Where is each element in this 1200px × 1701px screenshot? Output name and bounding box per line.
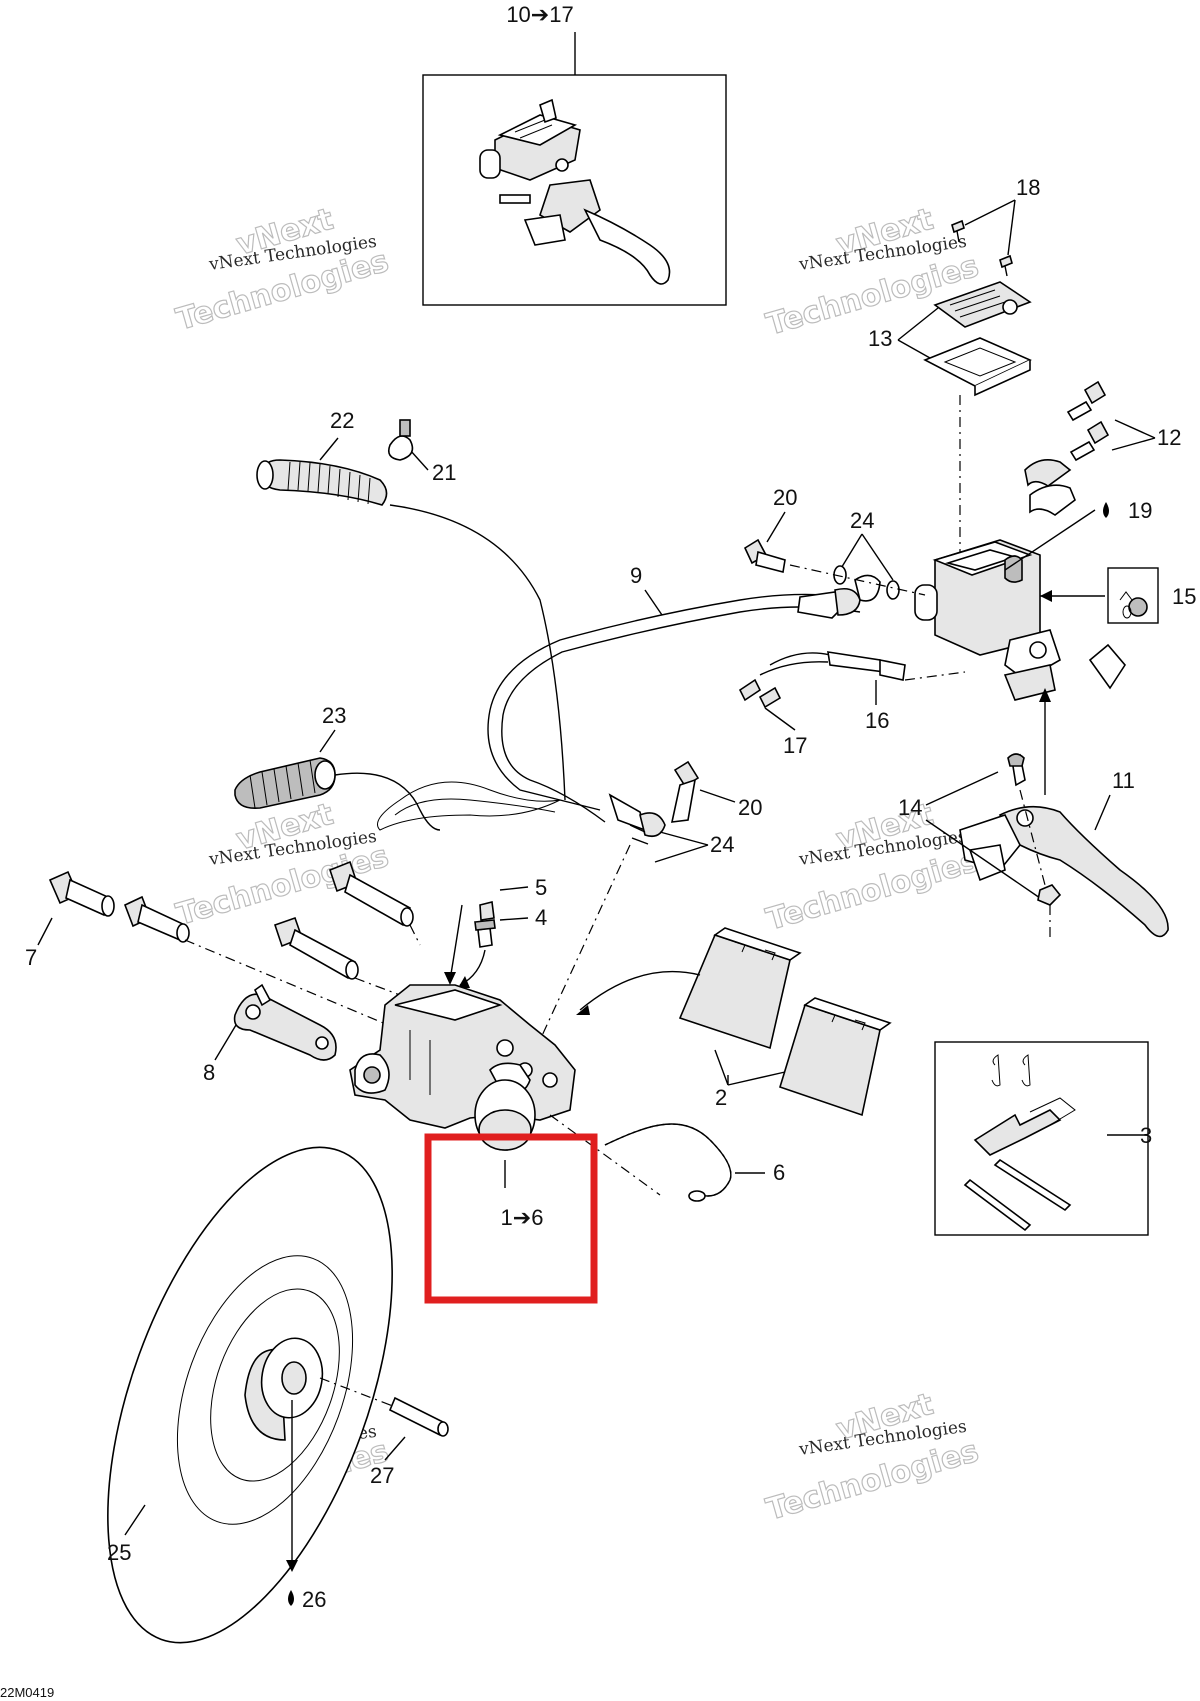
- reservoir-cover-screws: 18: [951, 175, 1040, 277]
- watermark-top-right: vNext vNext Technologies Technologies: [762, 201, 983, 343]
- watermark-mid-left: vNext vNext Technologies Technologies: [172, 796, 393, 933]
- brake-hose: 9: [377, 563, 861, 831]
- bracket-icon: [233, 993, 337, 1061]
- brake-light-switch: 16 17: [738, 651, 966, 758]
- fill-level-decal: 15: [1040, 567, 1196, 624]
- bleeder-cap-icon: [479, 901, 495, 921]
- brake-disc: 27 25 26: [107, 1146, 449, 1644]
- bleeder-screw: 5 4: [458, 875, 547, 988]
- lever-icon: [998, 805, 1169, 938]
- nut-icon: [1037, 884, 1062, 906]
- callout-20: 20: [773, 485, 797, 510]
- callout-4: 4: [535, 905, 547, 930]
- callout-2: 2: [715, 1085, 727, 1110]
- callout-1-6: 1➔6: [501, 1205, 544, 1230]
- boot-icon: [1088, 643, 1126, 690]
- callout-5: 5: [535, 875, 547, 900]
- callout-27: 27: [370, 1463, 394, 1488]
- figure-code: 22M0419: [0, 1685, 54, 1700]
- inset-frame: [422, 74, 727, 306]
- clip-icon: [387, 435, 414, 461]
- callout-24: 24: [710, 832, 734, 857]
- oil-drop-icon: [288, 1590, 294, 1606]
- bleeder-valve-icon: [477, 927, 493, 948]
- master-cylinder-assembly-icon: [479, 98, 671, 285]
- pin-clip-icon: [991, 1054, 1001, 1087]
- callout-21: 21: [432, 460, 456, 485]
- callout-26: 26: [302, 1587, 326, 1612]
- dowel-pin-icon: [388, 1396, 447, 1437]
- spiral-sleeve-icon: [261, 459, 388, 506]
- brake-pads: 2: [576, 927, 892, 1117]
- hose-spring: 23: [234, 703, 441, 831]
- screw-icon: [999, 254, 1013, 277]
- callout-25: 25: [107, 1540, 131, 1565]
- clamp-icon: [1024, 459, 1072, 487]
- callout-12: 12: [1157, 425, 1181, 450]
- callout-22: 22: [330, 408, 354, 433]
- callout-6: 6: [773, 1160, 785, 1185]
- bolt-icon: [329, 860, 414, 927]
- callout-11: 11: [1112, 768, 1135, 793]
- protective-sleeve: 22 21: [256, 408, 566, 801]
- anti-rattle-spring-icon: [973, 1109, 1062, 1156]
- hardware-kit-frame: [934, 1041, 1149, 1236]
- callout-20: 20: [738, 795, 762, 820]
- watermark-top-left: vNext vNext Technologies Technologies: [172, 201, 393, 338]
- callout-7: 7: [25, 945, 37, 970]
- callout-24: 24: [850, 508, 874, 533]
- brake-caliper: [349, 904, 576, 1151]
- callout-8: 8: [203, 1060, 215, 1085]
- oil-drop-icon: [1103, 502, 1109, 518]
- pad-pin-icon: [963, 1178, 1032, 1232]
- pad-pin-icon: [993, 1158, 1072, 1212]
- banjo-bolt-icon: [673, 760, 700, 788]
- watermark-bottom-right: vNext vNext Technologies Technologies: [762, 1386, 983, 1528]
- caliper-mounting: 7 8: [25, 860, 421, 1085]
- callout-16: 16: [865, 708, 889, 733]
- bolt-icon: [1066, 380, 1107, 422]
- watermark-mid-right: vNext vNext Technologies Technologies: [762, 796, 983, 938]
- callout-18: 18: [1016, 175, 1040, 200]
- selected-callout-1-6[interactable]: 1➔6: [424, 1133, 598, 1304]
- highlight-box[interactable]: [424, 1133, 598, 1304]
- washer-icon: [886, 580, 900, 600]
- callout-13: 13: [868, 326, 892, 351]
- pad-hardware-kit: 3: [934, 1041, 1152, 1236]
- handlebar-clamp: 12: [1024, 380, 1181, 516]
- callout-14: 14: [898, 795, 922, 820]
- callout-23: 23: [322, 703, 346, 728]
- master-cylinder: 19: [914, 498, 1152, 701]
- banjo-fitting-upper: 20 24: [743, 485, 926, 602]
- callout-17: 17: [783, 733, 807, 758]
- banjo-fitting-lower: 20 24: [539, 760, 762, 1041]
- bolt-icon: [1069, 420, 1110, 462]
- callout-15: 15: [1172, 584, 1196, 609]
- assembly-inset-10-17: 10➔17: [422, 2, 727, 306]
- fill-level-decal-icon: [1107, 567, 1159, 624]
- brake-lever: 11 14: [898, 688, 1169, 940]
- reservoir-cover-icon: [933, 281, 1032, 328]
- callout-19: 19: [1128, 498, 1152, 523]
- bolt-icon: [123, 895, 190, 943]
- pin-clip-icon: [1021, 1054, 1031, 1087]
- wear-sensor-cable: 6: [549, 1114, 785, 1202]
- callout-9: 9: [630, 563, 642, 588]
- bolt-icon: [273, 916, 359, 980]
- bolt-icon: [48, 870, 115, 917]
- screw-icon: [951, 219, 965, 243]
- callout-10-17: 10➔17: [506, 2, 573, 27]
- reservoir-cover-and-diaphragm: 13: [868, 281, 1032, 570]
